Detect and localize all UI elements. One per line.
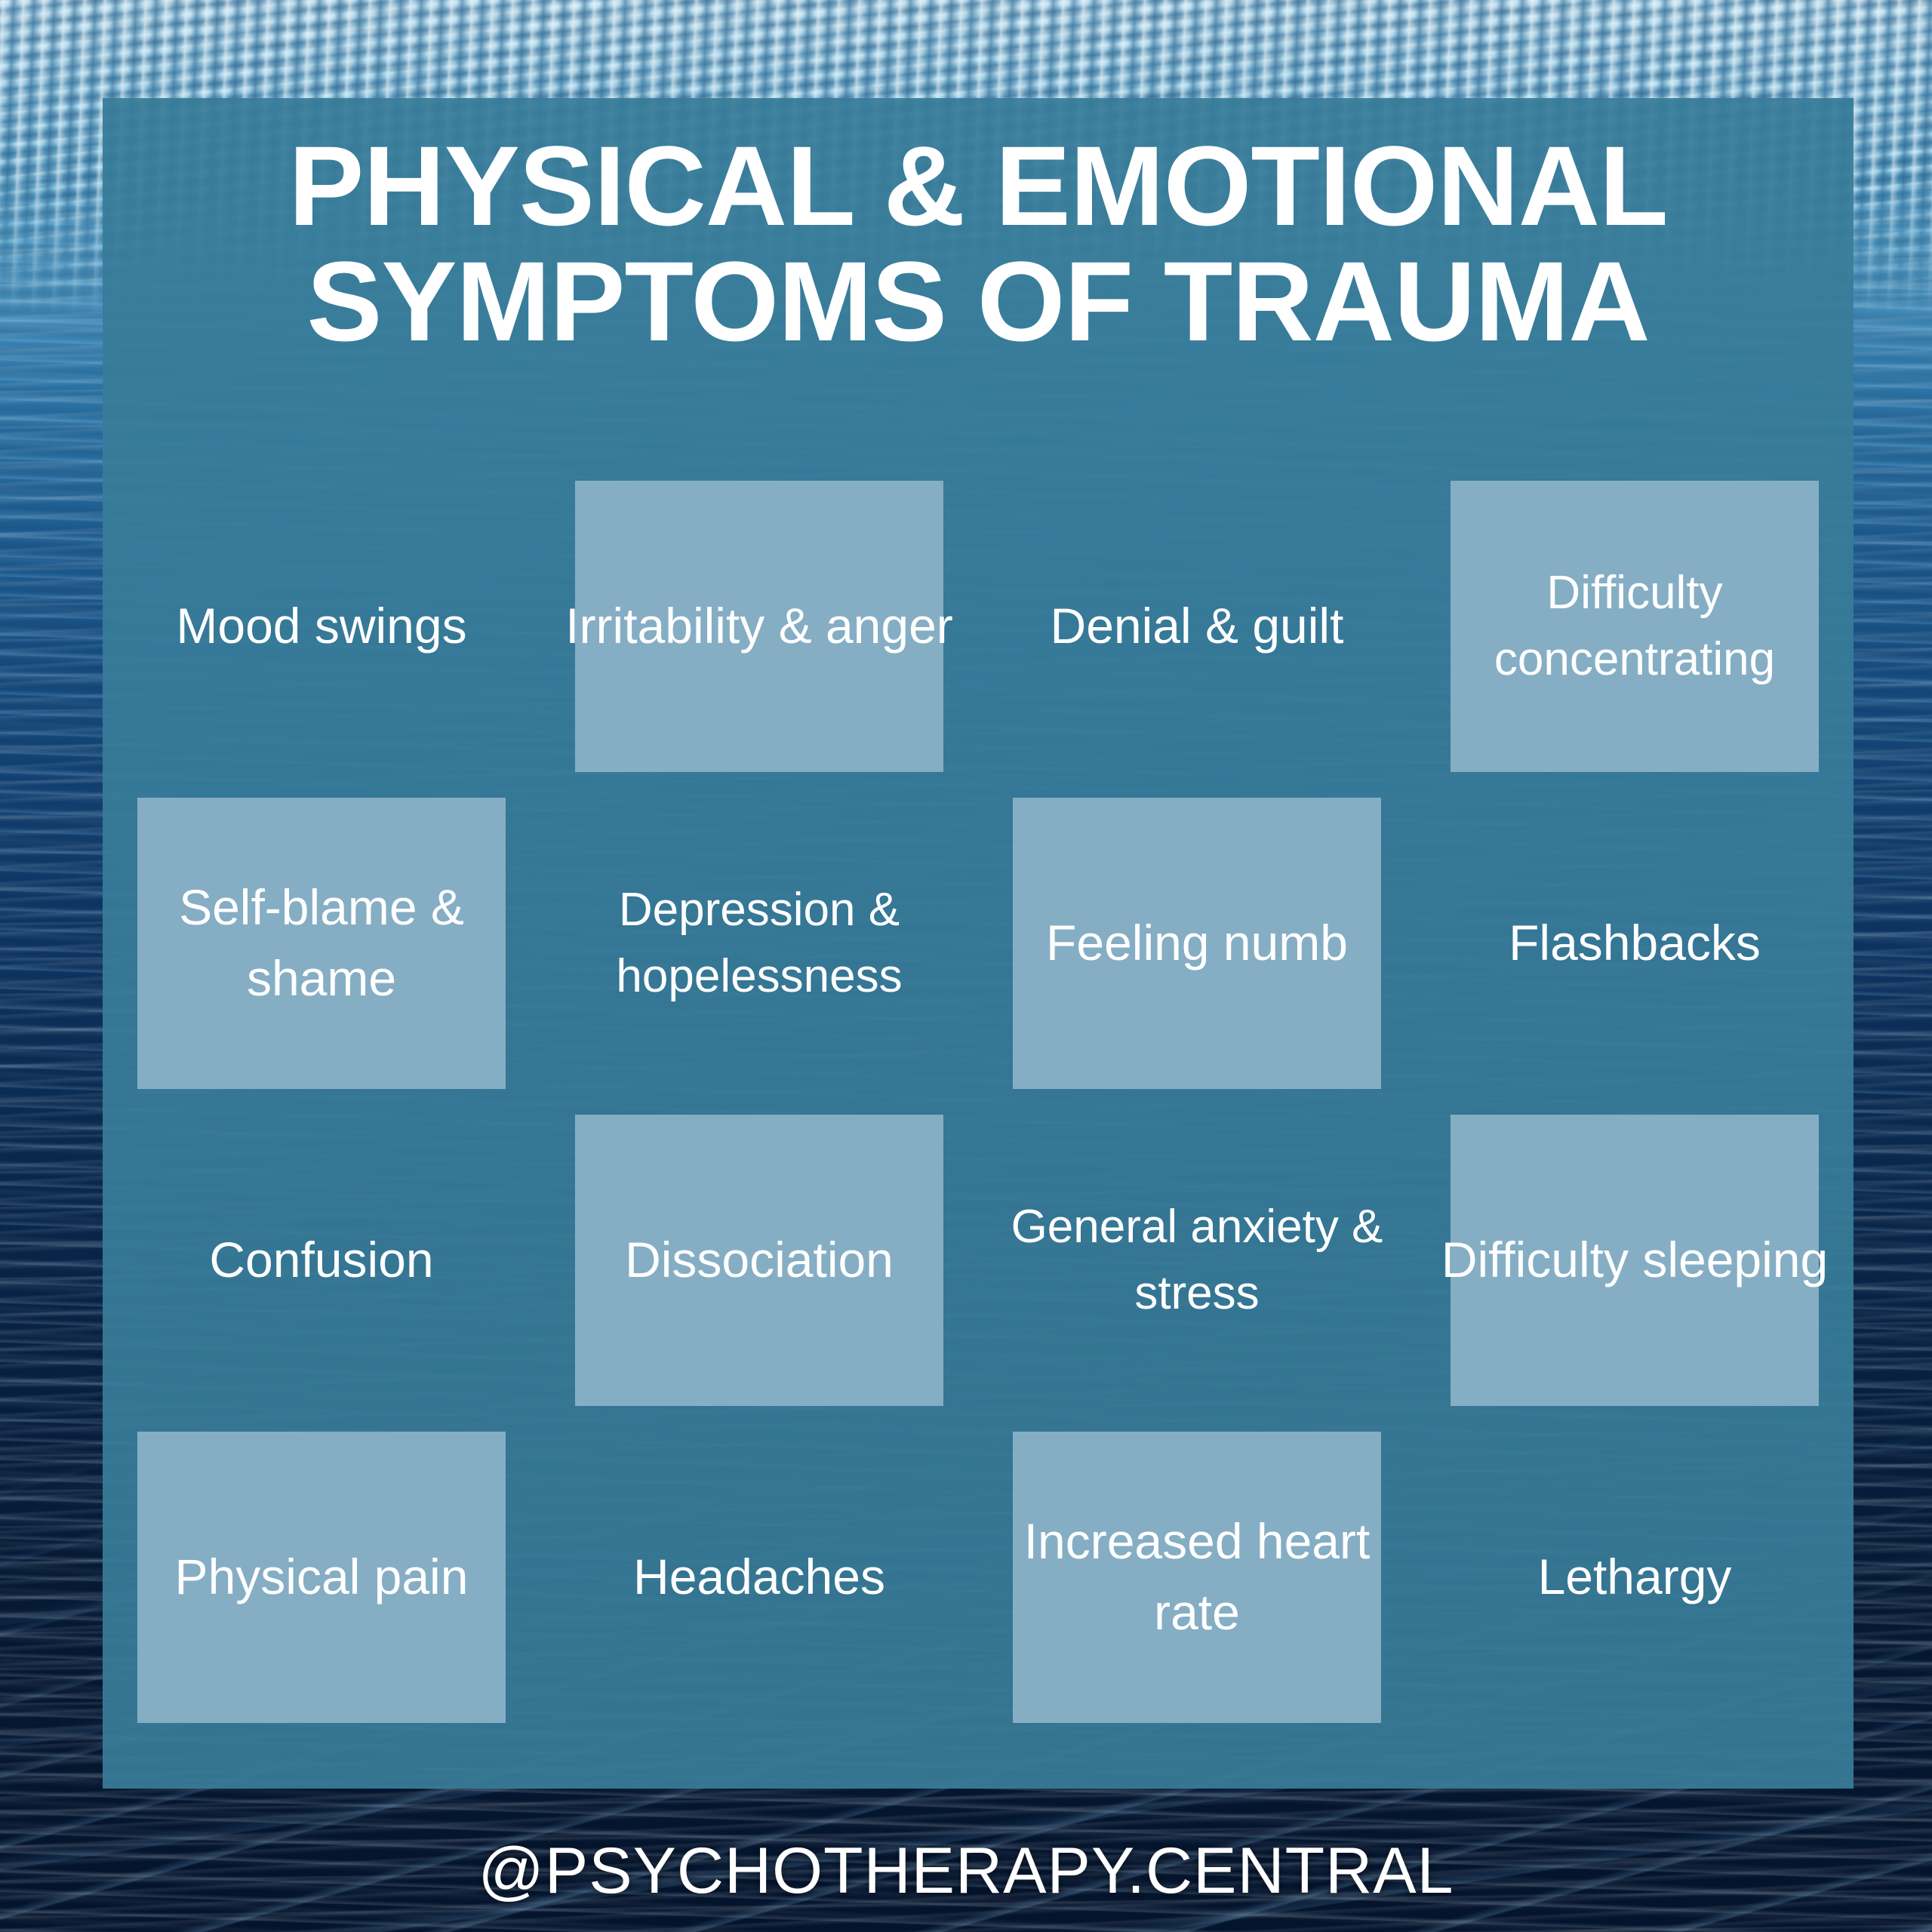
symptom-cell: Self-blame & shame xyxy=(103,785,540,1102)
symptom-cell: General anxiety & stress xyxy=(978,1102,1416,1419)
symptom-cell: Difficulty concentrating xyxy=(1416,468,1854,785)
symptom-label: Dissociation xyxy=(625,1232,894,1288)
page-title: PHYSICAL & EMOTIONAL SYMPTOMS OF TRAUMA xyxy=(103,128,1854,359)
symptom-cell: Confusion xyxy=(103,1102,540,1419)
symptom-label: Irritability & anger xyxy=(565,598,953,654)
symptom-highlight-box xyxy=(137,1431,506,1724)
symptom-highlight-box xyxy=(1013,797,1381,1090)
symptom-grid: Mood swings Irritability & anger Denial & … xyxy=(103,468,1854,1736)
symptom-cell: Feeling numb xyxy=(978,785,1416,1102)
symptom-cell: Flashbacks xyxy=(1416,785,1854,1102)
social-handle: @PSYCHOTHERAPY.CENTRAL xyxy=(478,1835,1454,1907)
symptom-label: Confusion xyxy=(209,1232,434,1288)
symptom-cell: Denial & guilt xyxy=(978,468,1416,785)
symptom-label: General anxiety & stress xyxy=(1011,1200,1383,1319)
symptom-label: Depression & hopelessness xyxy=(616,883,903,1002)
symptom-cell: Irritability & anger xyxy=(540,468,978,785)
page-title-line-2: SYMPTOMS OF TRAUMA xyxy=(306,238,1650,365)
symptom-cell: Difficulty sleeping xyxy=(1416,1102,1854,1419)
symptom-highlight-box xyxy=(575,1114,943,1407)
symptom-label: Headaches xyxy=(633,1549,885,1605)
symptom-label: Self-blame & shame xyxy=(179,879,464,1006)
symptom-cell: Mood swings xyxy=(103,468,540,785)
page-title-line-1: PHYSICAL & EMOTIONAL xyxy=(288,122,1668,249)
symptom-highlight-box xyxy=(575,480,943,773)
symptom-label: Difficulty sleeping xyxy=(1441,1232,1829,1288)
symptom-label: Mood swings xyxy=(176,598,467,654)
symptom-label: Flashbacks xyxy=(1509,915,1761,971)
symptom-cell: Increased heart rate xyxy=(978,1419,1416,1736)
symptom-label: Physical pain xyxy=(174,1549,469,1605)
symptom-label: Increased heart rate xyxy=(1023,1513,1371,1640)
infographic-panel: PHYSICAL & EMOTIONAL SYMPTOMS OF TRAUMA … xyxy=(103,98,1854,1789)
symptom-highlight-box xyxy=(1451,480,1819,773)
symptom-cell: Dissociation xyxy=(540,1102,978,1419)
symptom-highlight-box xyxy=(1451,1114,1819,1407)
symptom-label: Feeling numb xyxy=(1046,915,1348,971)
symptom-highlight-box xyxy=(137,797,506,1090)
symptom-cell: Lethargy xyxy=(1416,1419,1854,1736)
symptom-highlight-box xyxy=(1013,1431,1381,1724)
symptom-label: Denial & guilt xyxy=(1050,598,1344,654)
symptom-cell: Headaches xyxy=(540,1419,978,1736)
symptom-label: Lethargy xyxy=(1537,1549,1732,1605)
symptom-cell: Physical pain xyxy=(103,1419,540,1736)
symptom-label: Difficulty concentrating xyxy=(1494,566,1776,685)
symptom-cell: Depression & hopelessness xyxy=(540,785,978,1102)
